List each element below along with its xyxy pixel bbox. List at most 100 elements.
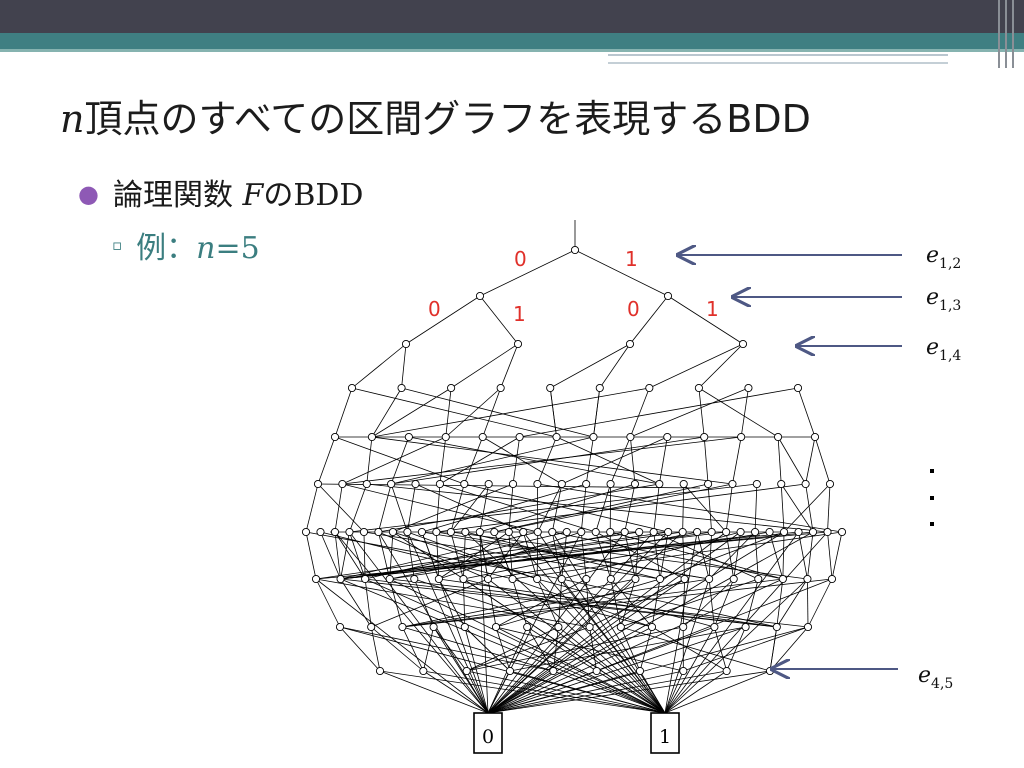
bdd-node bbox=[705, 574, 714, 584]
bdd-edge bbox=[365, 578, 777, 628]
bdd-edge bbox=[487, 578, 685, 714]
bdd-edge bbox=[371, 387, 650, 438]
bdd-node bbox=[693, 527, 702, 537]
bdd-edge bbox=[807, 578, 833, 628]
bdd-edge bbox=[371, 436, 733, 485]
bdd-node bbox=[694, 383, 703, 393]
bdd-node bbox=[385, 574, 394, 584]
bdd-node bbox=[778, 574, 787, 584]
bdd-edge bbox=[556, 436, 660, 485]
bullet-item: ●論理関数 FのBDD bbox=[78, 170, 363, 214]
bdd-edge bbox=[610, 436, 631, 485]
bdd-edge bbox=[805, 483, 814, 533]
bdd-node bbox=[508, 574, 517, 584]
bdd-edge bbox=[422, 626, 434, 672]
bdd-node bbox=[446, 527, 455, 537]
bdd-node bbox=[728, 479, 737, 489]
bdd-edge bbox=[707, 483, 713, 533]
bdd-node bbox=[664, 527, 673, 537]
bdd-edge bbox=[561, 436, 668, 485]
bdd-edge bbox=[732, 436, 742, 485]
bdd-node bbox=[483, 574, 493, 584]
bdd-node bbox=[316, 527, 325, 537]
bdd-edge bbox=[596, 626, 715, 672]
bdd-node bbox=[496, 383, 505, 393]
bdd-edge bbox=[436, 483, 806, 533]
bdd-edge bbox=[340, 531, 814, 580]
bdd-node bbox=[330, 432, 340, 442]
bdd-edge bbox=[754, 531, 759, 580]
bdd-edge bbox=[438, 578, 466, 628]
bdd-edge bbox=[407, 483, 416, 533]
bdd-edge bbox=[651, 626, 727, 672]
bdd-edge bbox=[479, 483, 490, 533]
bdd-edge bbox=[334, 531, 341, 580]
bdd-edge bbox=[495, 626, 684, 672]
bdd-node bbox=[397, 383, 406, 393]
bdd-node bbox=[519, 527, 528, 537]
bdd-node bbox=[387, 479, 396, 489]
bdd-edge bbox=[500, 343, 519, 389]
decor-rule bbox=[998, 0, 1000, 68]
bdd-edge bbox=[777, 436, 806, 485]
bdd-node bbox=[825, 479, 835, 489]
title-text: 頂点のすべての区間グラフを表現するBDD bbox=[84, 97, 811, 141]
bdd-edge bbox=[609, 531, 612, 580]
sub-bullet-item: ▫例：n=5 bbox=[112, 223, 260, 267]
bdd-edge bbox=[580, 483, 587, 533]
bdd-edge bbox=[508, 531, 666, 714]
bdd-node bbox=[434, 574, 443, 584]
bdd-edge bbox=[401, 343, 407, 389]
bdd-node bbox=[546, 383, 555, 393]
bdd-edge bbox=[624, 483, 636, 533]
bdd-node bbox=[722, 666, 731, 676]
bdd-edge bbox=[401, 387, 594, 438]
level-label-e12: e1,2 bbox=[926, 243, 961, 272]
bdd-edge bbox=[317, 483, 365, 533]
bdd-edge bbox=[466, 670, 666, 714]
bdd-node bbox=[419, 666, 428, 676]
bdd-edge bbox=[549, 387, 557, 438]
bdd-edge bbox=[487, 670, 641, 714]
bdd-node bbox=[616, 622, 625, 632]
bdd-edge bbox=[413, 578, 434, 628]
bdd-edge bbox=[714, 626, 728, 672]
bdd-edge bbox=[315, 531, 640, 580]
bdd-edge bbox=[653, 483, 660, 533]
bdd-node bbox=[589, 432, 598, 442]
bdd-node bbox=[582, 574, 591, 584]
edge-label-4: 0 bbox=[627, 297, 640, 321]
bdd-edge bbox=[703, 436, 709, 485]
bdd-edge bbox=[726, 626, 746, 672]
bdd-node bbox=[388, 527, 397, 537]
bdd-edge bbox=[664, 670, 727, 714]
bdd-node bbox=[582, 479, 591, 489]
bdd-node bbox=[738, 339, 748, 349]
bdd-node bbox=[810, 432, 820, 442]
bdd-node bbox=[375, 666, 385, 676]
bdd-node bbox=[533, 527, 542, 537]
bdd-node bbox=[345, 527, 354, 537]
bdd-node bbox=[508, 479, 518, 489]
bdd-edge bbox=[334, 483, 343, 533]
bdd-edge bbox=[364, 578, 372, 628]
bdd-node bbox=[736, 527, 745, 537]
bdd-edge bbox=[495, 626, 666, 714]
bdd-node bbox=[313, 479, 323, 489]
bdd-edge bbox=[708, 578, 715, 628]
bdd-node bbox=[475, 527, 484, 537]
decor-line bbox=[608, 54, 948, 56]
bdd-node bbox=[772, 622, 781, 632]
bdd-edge bbox=[464, 626, 489, 714]
bdd-node bbox=[678, 527, 687, 537]
bdd-edge bbox=[551, 531, 666, 714]
sub-bullet-suffix: =5 bbox=[215, 231, 260, 266]
bdd-node bbox=[679, 622, 688, 632]
bdd-node bbox=[490, 527, 499, 537]
bdd-edge bbox=[664, 670, 771, 714]
bdd-edge bbox=[389, 578, 403, 628]
bdd-edge bbox=[450, 483, 489, 533]
bdd-edge bbox=[725, 483, 733, 533]
bdd-edge bbox=[494, 483, 733, 533]
bdd-node bbox=[752, 479, 761, 489]
